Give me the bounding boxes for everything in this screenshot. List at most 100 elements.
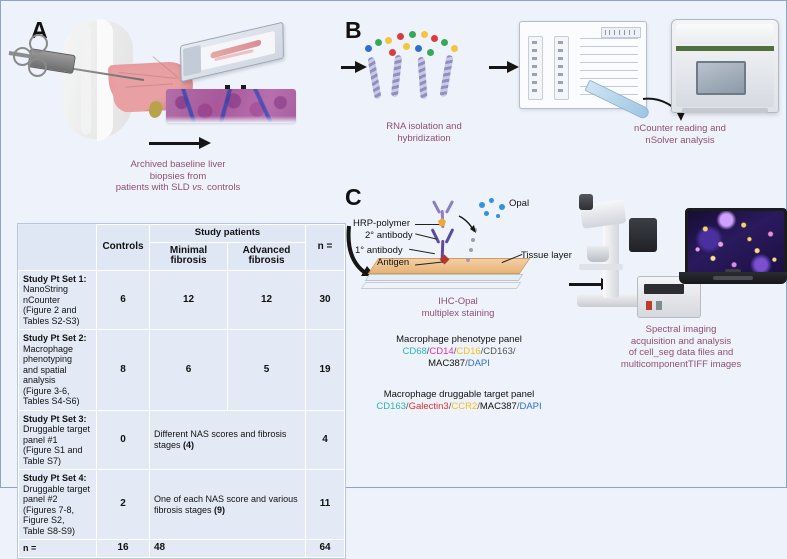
table-row: Study Pt Set 2: Macrophage phenotyping a… — [18, 329, 345, 411]
instrument-top — [676, 24, 774, 44]
header-n-equals: n = — [305, 224, 345, 271]
microscope-objective — [587, 246, 609, 262]
syringe-ring-top — [29, 34, 48, 53]
row-3-note-count: (4) — [183, 439, 195, 450]
row-4-note-count: (9) — [214, 504, 226, 515]
druggable-panel-block: Macrophage druggable target panel CD163/… — [343, 389, 575, 413]
microscope-stage — [579, 264, 623, 270]
row-3-sub1: Druggable target panel #1 — [23, 424, 91, 445]
druggable-panel-title: Macrophage druggable target panel — [383, 389, 535, 400]
marker-cd163-druggable: CD163 — [376, 401, 406, 412]
header-blank — [18, 224, 97, 271]
marker-dapi: DAPI — [467, 358, 490, 369]
row-3-merged-note: Different NAS scores and fibrosis stages… — [149, 409, 306, 470]
marker-dapi-druggable: DAPI — [519, 401, 542, 412]
panel-b-arrow-to-cartridge — [489, 61, 519, 73]
row-1-sub2: (Figure 2 and Tables S2-S3) — [23, 305, 80, 326]
instrument-body — [676, 53, 774, 107]
controller-secondary-button[interactable] — [656, 301, 662, 310]
glass-slide-layer-1 — [364, 274, 524, 281]
primary-leader-line — [409, 248, 435, 255]
torso-edge — [97, 19, 113, 141]
row-3-note-text: Different NAS scores and fibrosis stages — [154, 429, 287, 450]
row-2-title: Study Pt Set 2: — [23, 333, 87, 343]
microscope-base — [577, 294, 651, 307]
caption-vs: vs. — [192, 182, 205, 193]
row-4-controls: 2 — [96, 469, 150, 540]
phenotype-panel-title: Macrophage phenotype panel — [396, 334, 522, 345]
phenotype-panel-block: Macrophage phenotype panel CD68/CD14/CD1… — [349, 334, 569, 370]
marker-ccr2: CCR2 — [451, 401, 478, 412]
staining-caption-line1: IHC-Opal — [438, 296, 478, 307]
controller-power-button[interactable] — [646, 301, 652, 310]
row-1-sub1: NanoString nCounter — [23, 284, 69, 305]
microscope-arm — [603, 220, 619, 298]
panel-a-caption-line2: biopsies from — [149, 170, 207, 182]
row-2-sub2: and spatial analysis — [23, 364, 67, 386]
row-1-minimal: 12 — [149, 269, 228, 330]
row-4-sub3: Table S8-S9) — [23, 525, 76, 536]
row-4-title: Study Pt Set 4: — [23, 473, 87, 483]
panel-a: A — [1, 1, 341, 201]
panel-b-caption-right-line1: nCounter reading and — [634, 123, 726, 134]
glass-slide-layer-2 — [360, 282, 522, 289]
label-opal: Opal — [509, 198, 530, 209]
histology-section-image — [166, 89, 296, 123]
marker-cd14: CD14 — [429, 346, 454, 357]
panel-a-arrow — [149, 137, 211, 149]
marker-cd163: CD163 — [483, 346, 513, 357]
instrument-base — [682, 108, 768, 113]
syringe-ring-thumb — [13, 47, 32, 66]
row-3-controls: 0 — [96, 409, 150, 470]
total-n: 64 — [305, 539, 345, 558]
row-4-n: 11 — [305, 469, 345, 540]
total-label: n = — [18, 539, 97, 558]
staining-caption-line2: multiplex staining — [421, 307, 495, 319]
druggable-panel-markers-line: CD163/Galectin3/CCR2/MAC387/DAPI — [376, 401, 542, 412]
table-row: Study Pt Set 4: Druggable target panel #… — [18, 469, 345, 540]
row-2-minimal: 6 — [149, 329, 228, 411]
imaging-caption-line3: of cell_seg data files and — [628, 347, 734, 358]
panel-c-letter: C — [345, 184, 362, 210]
marker-cd16: CD16 — [456, 346, 481, 357]
label-hrp-polymer: HRP-polymer — [353, 218, 411, 229]
hrp-leader-line — [415, 224, 439, 225]
panel-b: B — [341, 1, 787, 186]
panel-a-caption-line1: Archived baseline liver — [130, 159, 226, 170]
table-row: Study Pt Set 1: NanoString nCounter (Fig… — [18, 269, 345, 330]
cartridge-barcode — [601, 27, 641, 38]
panel-c-imaging-caption: Spectral imaging acquisition and analysi… — [581, 324, 781, 370]
label-tissue-layer: Tissue layer — [521, 250, 572, 261]
marker-cd68: CD68 — [402, 346, 427, 357]
figure-container: A — [0, 0, 787, 488]
ncounter-cartridge — [519, 21, 647, 109]
row-3-title: Study Pt Set 3: — [23, 413, 87, 424]
imaging-caption-line4: multicomponentTIFF images — [620, 358, 742, 370]
hrp-polymer-icon — [438, 218, 446, 226]
rna-probe-illustration — [363, 29, 483, 109]
caption-pre: patients with SLD — [115, 182, 193, 193]
row-2-sub3: (Figure 3-6, Tables S4-S6) — [23, 385, 80, 407]
table-body: Study Pt Set 1: NanoString nCounter (Fig… — [18, 269, 345, 558]
ihc-opal-diagram: HRP-polymer 2° antibody 1° antibody Anti… — [353, 196, 572, 306]
panel-a-caption: Archived baseline liver biopsies from pa… — [73, 159, 283, 194]
table-header-row-1: Controls Study patients n = — [18, 224, 345, 271]
row-4-sub1: Druggable target panel #2 — [23, 483, 91, 505]
study-patients-table: Controls Study patients n = Minimal fibr… — [17, 223, 346, 559]
imaging-caption-line2: acquisition and analysis — [630, 335, 732, 347]
row-2-description: Study Pt Set 2: Macrophage phenotyping a… — [18, 329, 97, 411]
table-head: Controls Study patients n = Minimal fibr… — [18, 224, 345, 271]
panel-b-caption-right-line2: nSolver analysis — [645, 134, 715, 146]
row-4-sub2: (Figures 7-8, Figure S2, — [23, 504, 75, 526]
header-study-patients: Study patients — [149, 224, 306, 243]
imaging-caption-line1: Spectral imaging — [645, 324, 717, 335]
panel-b-caption-left: RNA isolation and hybridization — [356, 121, 492, 144]
microscope-illustration — [577, 194, 701, 318]
table-total-row: n = 16 48 64 — [18, 539, 345, 558]
instrument-green-stripe — [676, 46, 774, 51]
panel-b-letter: B — [345, 17, 362, 43]
row-4-note-text: One of each NAS score and various fibros… — [154, 494, 298, 515]
panel-c: C — [341, 184, 787, 489]
row-2-n: 19 — [305, 329, 345, 411]
laptop-hinge — [725, 269, 741, 273]
